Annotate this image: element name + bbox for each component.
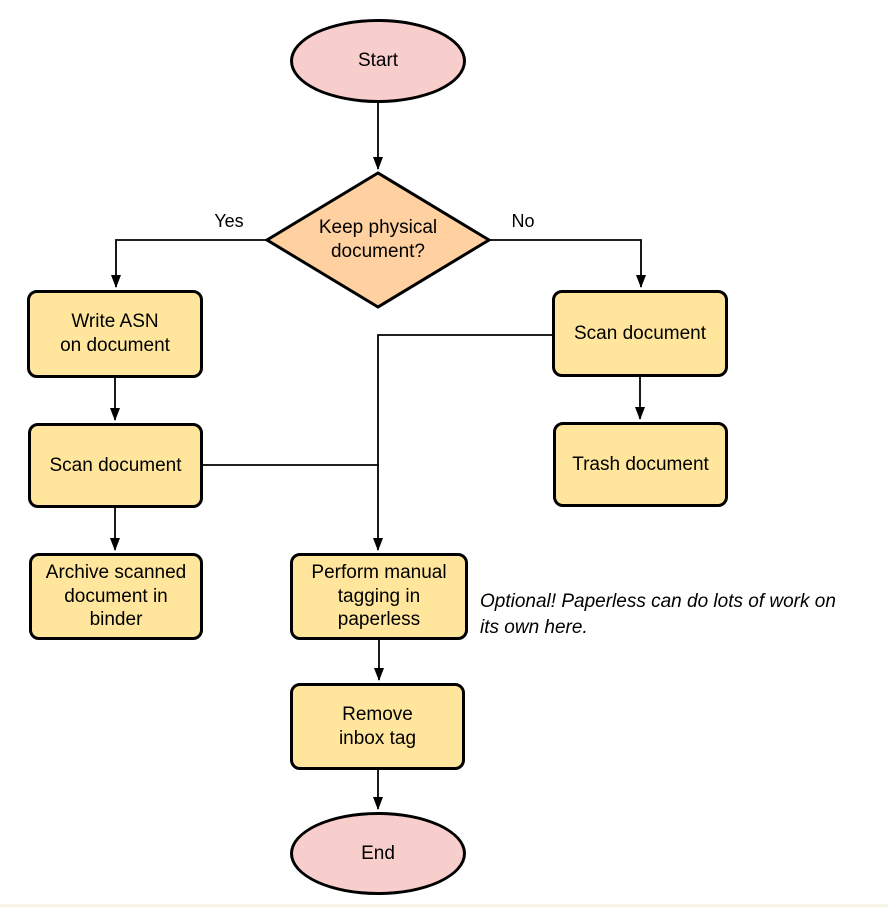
end-node-label: End <box>361 842 395 864</box>
connector-decision-to-scan-right <box>490 239 646 288</box>
process-write-asn-label: Write ASN on document <box>60 311 170 356</box>
process-remove-inbox-tag-label: Remove inbox tag <box>338 703 417 749</box>
edge-label-yes: Yes <box>214 211 244 231</box>
start-node: Start <box>290 19 466 103</box>
process-write-asn: Write ASN on document <box>27 290 203 378</box>
diamond-shape <box>264 171 492 309</box>
annotation-note: Optional! Paperless can do lots of work … <box>480 591 836 638</box>
end-node: End <box>290 812 466 895</box>
process-archive-binder: Archive scanned document in binder <box>29 553 203 640</box>
process-scan-document-left-label: Scan document <box>49 454 182 476</box>
connector-scan-right-to-perform-tagging <box>373 334 552 551</box>
process-scan-document-right: Scan document <box>552 290 728 377</box>
decision-node-label: Keep physical document? <box>318 217 438 262</box>
process-archive-binder-label: Archive scanned document in binder <box>45 561 187 631</box>
edge-label-no: No <box>511 211 535 231</box>
process-remove-inbox-tag: Remove inbox tag <box>290 683 465 770</box>
process-scan-document-left: Scan document <box>28 423 203 508</box>
process-trash-document-label: Trash document <box>572 453 709 475</box>
connector-decision-to-write-asn <box>111 239 266 288</box>
decision-node: Keep physical document? <box>264 170 492 310</box>
page-edge-divider <box>0 904 888 907</box>
process-trash-document: Trash document <box>553 422 728 507</box>
process-scan-document-right-label: Scan document <box>573 322 707 344</box>
start-node-label: Start <box>357 50 399 72</box>
process-manual-tagging-label: Perform manual tagging in paperless <box>311 561 447 631</box>
process-manual-tagging: Perform manual tagging in paperless <box>290 553 468 640</box>
